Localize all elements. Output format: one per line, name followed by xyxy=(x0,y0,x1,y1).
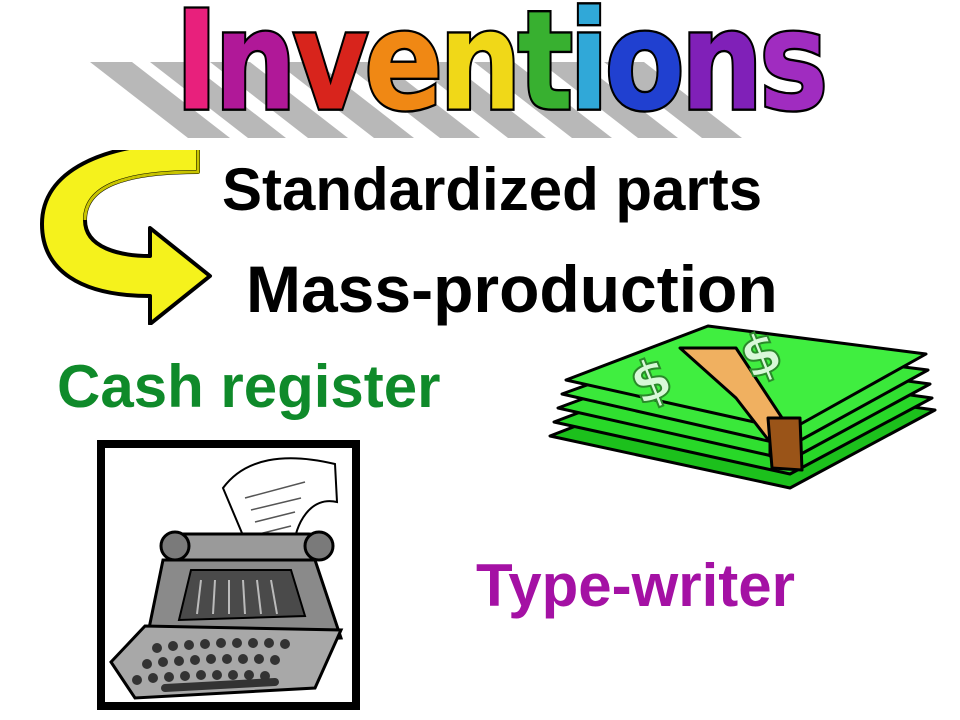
title-letter: v xyxy=(291,0,371,142)
title-letter: s xyxy=(757,0,830,142)
title-letter: n xyxy=(437,0,524,142)
title-letter: t xyxy=(516,0,576,142)
money-stack-icon: $ $ xyxy=(548,318,937,490)
title-letter: n xyxy=(212,0,299,142)
title-letter: o xyxy=(603,0,687,142)
mass-production-text: Mass-production xyxy=(246,252,778,326)
type-writer-text: Type-writer xyxy=(476,552,795,619)
title-letter: n xyxy=(679,0,766,142)
slide-title: Inventions xyxy=(173,0,830,133)
title-letter: e xyxy=(362,0,445,142)
typewriter-icon xyxy=(109,457,344,700)
typewriter-image-frame xyxy=(97,440,360,710)
cash-register-text: Cash register xyxy=(57,353,441,420)
curved-arrow-icon xyxy=(40,150,212,325)
standardized-parts-text: Standardized parts xyxy=(222,156,763,223)
title-letter: i xyxy=(567,0,611,142)
title-shadow xyxy=(90,62,742,138)
title-letter: I xyxy=(173,0,220,142)
